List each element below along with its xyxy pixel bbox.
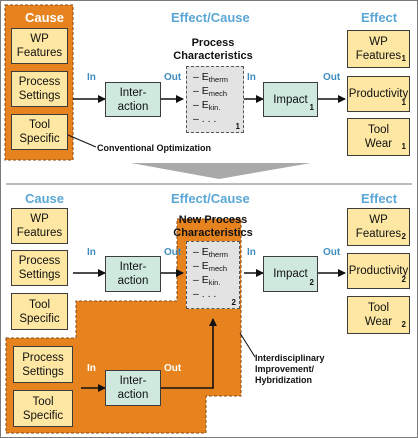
process-item-subscript: mech	[208, 89, 228, 98]
process-item-prefix: – E	[193, 260, 209, 272]
bottom-impact-label: Impact	[273, 268, 308, 280]
process-item-subscript: therm	[208, 75, 228, 84]
process-item: – Emech	[193, 84, 243, 98]
top-impact-index: 1	[309, 103, 314, 112]
bottom-effect-header: Effect	[361, 191, 398, 206]
bottom-effect-productivity-index: 2	[401, 275, 406, 284]
bottom-impact-box: Impact 2	[263, 256, 318, 292]
process-item-prefix: – E	[193, 71, 209, 83]
hybrid-cause-tool-specific: Tool Specific	[13, 390, 73, 427]
top-cause-tool-specific-label: Tool Specific	[19, 119, 60, 145]
hybrid-cause-process-settings-label: Process Settings	[22, 351, 64, 378]
top-effect-productivity: Productivity 1	[347, 76, 410, 112]
bottom-cause-tool-specific: Tool Specific	[11, 293, 68, 330]
transition-funnel	[131, 163, 311, 179]
bottom-out2-label: Out	[323, 247, 341, 258]
conventional-optimization-note: Conventional Optimization	[97, 143, 211, 153]
bottom-cause-tool-specific-label: Tool Specific	[19, 298, 60, 325]
bottom-cause-wp-features-label: WP Features	[16, 213, 63, 239]
bottom-impact-index: 2	[309, 278, 314, 287]
top-process-title: Process Characteristics	[163, 37, 263, 63]
process-index: 1	[235, 122, 240, 131]
bottom-cause-wp-features: WP Features	[11, 208, 68, 244]
top-effect-wp-features: WP Features 1	[347, 30, 410, 68]
process-item-prefix: – E	[193, 85, 209, 97]
process-item: – Emech	[193, 259, 239, 273]
process-item-prefix: – . . .	[193, 288, 217, 300]
bottom-effect-tool-wear-index: 2	[401, 320, 406, 329]
bottom-interaction-label: Inter- action	[117, 261, 149, 287]
top-effect-tool-wear: Tool Wear 1	[347, 118, 410, 156]
top-effect-productivity-label: Productivity	[348, 88, 409, 100]
bottom-effect-wp-features-index: 2	[401, 232, 406, 241]
process-item-prefix: – . . .	[193, 113, 217, 125]
top-effect-cause-header: Effect/Cause	[171, 10, 250, 25]
hybridization-note: Interdisciplinary Improvement/ Hybridiza…	[255, 353, 325, 385]
process-item-prefix: – E	[193, 274, 209, 286]
top-cause-process-settings: Process Settings	[11, 71, 68, 107]
process-item: – Etherm	[193, 70, 243, 84]
top-process-title-text: Process Characteristics	[173, 37, 253, 62]
top-interaction-box: Inter- action	[105, 82, 161, 117]
process-item-subscript: kin.	[208, 278, 221, 287]
top-in2-label: In	[247, 72, 256, 83]
bottom-process-title-text: New Process Characteristics	[173, 214, 253, 239]
process-item-prefix: – E	[193, 246, 209, 258]
hybrid-in-label: In	[87, 363, 96, 374]
hybrid-interaction-label: Inter- action	[117, 375, 149, 401]
hybrid-cause-tool-specific-label: Tool Specific	[22, 395, 64, 422]
bottom-cause-process-settings: Process Settings	[11, 250, 68, 286]
top-cause-wp-features: WP Features	[11, 28, 68, 64]
bottom-effect-productivity-label: Productivity	[348, 265, 409, 277]
top-in-label: In	[87, 72, 96, 83]
bottom-effect-productivity: Productivity 2	[347, 253, 410, 289]
bottom-effect-wp-features: WP Features 2	[347, 208, 410, 246]
bottom-in2-label: In	[247, 247, 256, 258]
top-out2-label: Out	[323, 72, 341, 83]
process-item-subscript: mech	[208, 264, 228, 273]
bottom-effect-cause-header: Effect/Cause	[171, 191, 250, 206]
top-effect-wp-features-index: 1	[401, 54, 406, 63]
bottom-cause-process-settings-label: Process Settings	[18, 255, 61, 281]
bottom-effect-tool-wear: Tool Wear 2	[347, 296, 410, 334]
process-item-subscript: therm	[208, 250, 228, 259]
top-out-label: Out	[164, 72, 182, 83]
bottom-process-title: New Process Characteristics	[161, 214, 265, 240]
process-item: – Ekin.	[193, 273, 239, 287]
hybrid-interaction-box: Inter- action	[105, 370, 161, 406]
top-effect-productivity-index: 1	[401, 98, 406, 107]
top-interaction-label: Inter- action	[117, 86, 149, 113]
top-effect-header: Effect	[361, 10, 398, 25]
process-item: – Ekin.	[193, 98, 243, 112]
top-impact-box: Impact 1	[263, 82, 318, 117]
top-cause-wp-features-label: WP Features	[16, 33, 63, 59]
hybrid-cause-process-settings: Process Settings	[13, 346, 73, 383]
bottom-effect-tool-wear-label: Tool Wear	[364, 302, 393, 328]
top-cause-header: Cause	[25, 10, 65, 25]
top-process-characteristics-box: – Etherm– Emech– Ekin.– . . .1	[186, 66, 244, 133]
top-effect-tool-wear-label: Tool Wear	[364, 124, 393, 150]
process-item: – . . .	[193, 112, 243, 126]
process-item-subscript: kin.	[208, 103, 221, 112]
bottom-out-label: Out	[164, 247, 182, 258]
process-item: – . . .	[193, 287, 239, 301]
top-effect-tool-wear-index: 1	[401, 142, 406, 151]
process-index: 2	[231, 298, 236, 307]
bottom-effect-wp-features-label: WP Features	[355, 214, 402, 240]
hybrid-out-label: Out	[164, 363, 182, 374]
process-item: – Etherm	[193, 245, 239, 259]
top-cause-tool-specific: Tool Specific	[11, 114, 68, 150]
bottom-process-characteristics-box: – Etherm– Emech– Ekin.– . . .2	[186, 241, 240, 309]
top-effect-wp-features-label: WP Features	[355, 36, 402, 62]
top-impact-label: Impact	[273, 93, 308, 106]
bottom-in-label: In	[87, 247, 96, 258]
top-cause-process-settings-label: Process Settings	[18, 76, 61, 102]
bottom-interaction-box: Inter- action	[105, 256, 161, 292]
bottom-cause-header: Cause	[25, 191, 65, 206]
process-item-prefix: – E	[193, 99, 209, 111]
